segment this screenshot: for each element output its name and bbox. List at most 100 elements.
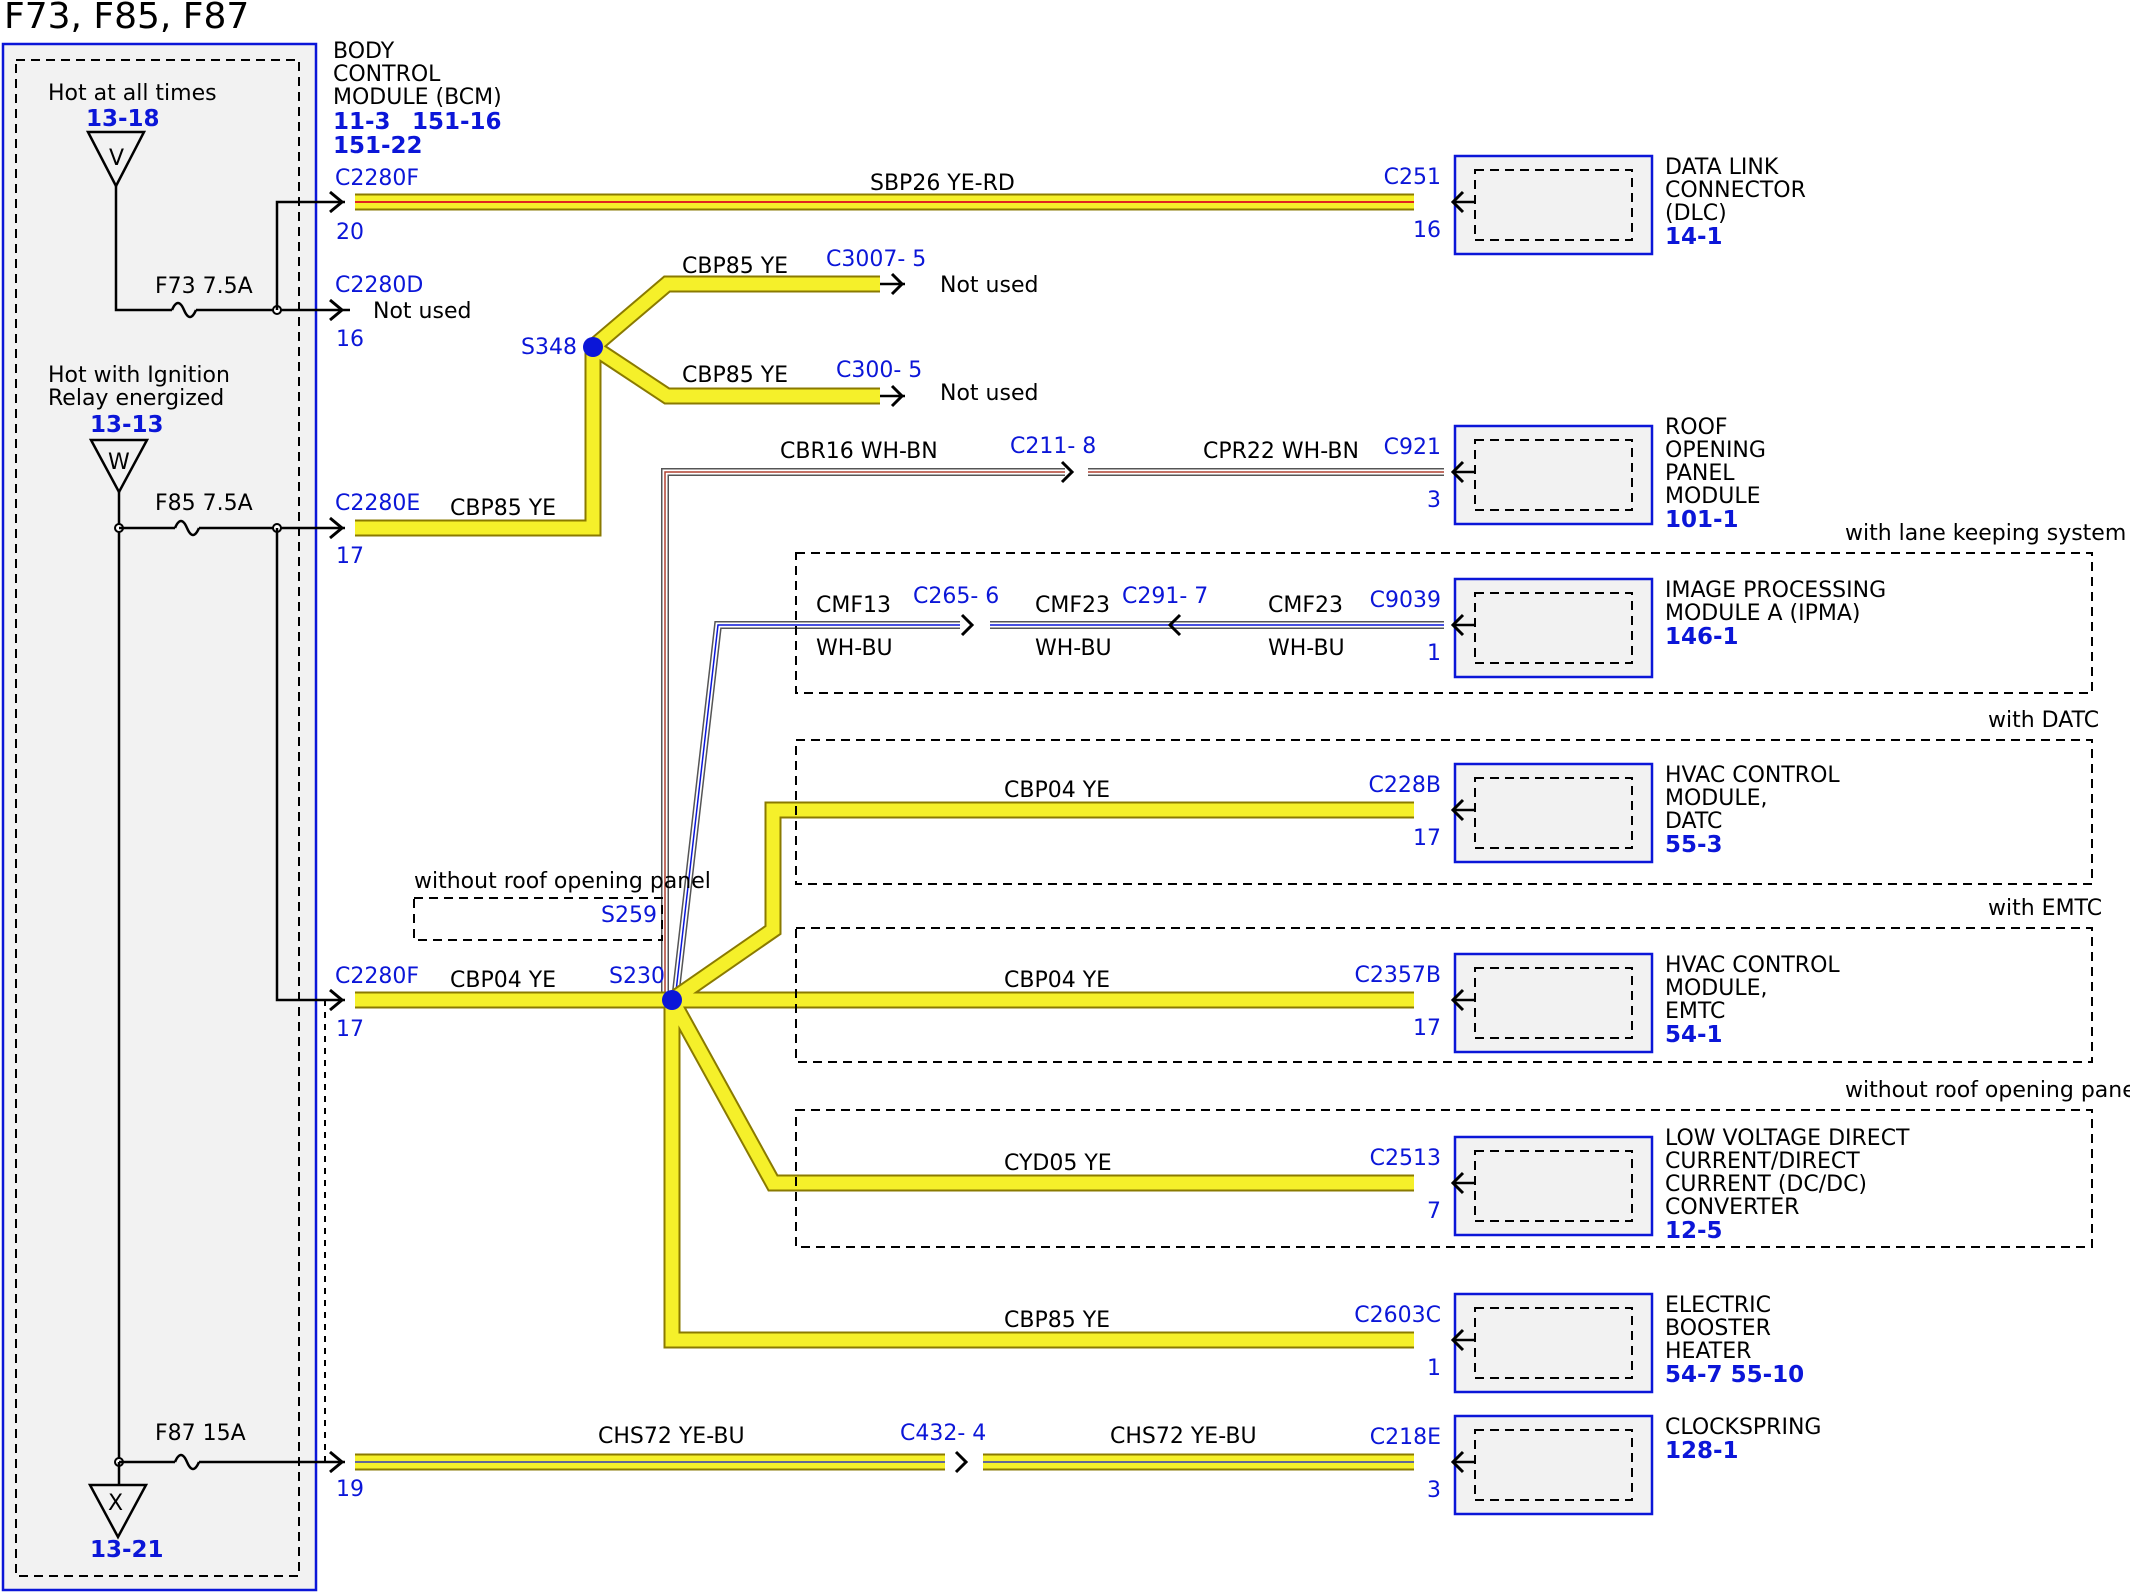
c432-connector[interactable]: C432- 4 xyxy=(900,1421,986,1446)
module-connector-1[interactable]: C921 xyxy=(1384,435,1441,460)
hot-always-ref: 13-18 xyxy=(86,106,160,132)
c2280f-bottom-connector[interactable]: C2280F xyxy=(335,964,419,989)
pin-19: 19 xyxy=(336,1477,364,1502)
module-name-line-7-0: CLOCKSPRING xyxy=(1665,1415,1821,1440)
hot-ignition-ref: 13-13 xyxy=(90,412,164,438)
c2280d-connector[interactable]: C2280D xyxy=(335,273,423,298)
cbp85-branch-wire[interactable] xyxy=(589,341,880,403)
f73-feed-wire xyxy=(114,186,172,312)
module-inner-3 xyxy=(1474,777,1633,849)
c2280d-pin16-arrow-icon xyxy=(329,298,345,322)
module-pin-6: 1 xyxy=(1427,1356,1441,1381)
source-v-letter: V xyxy=(109,146,124,171)
chs72-label-b: CHS72 YE-BU xyxy=(1110,1424,1257,1449)
sbp26-label: SBP26 YE-RD xyxy=(870,171,1015,196)
module-name-line-6-0: ELECTRIC xyxy=(1665,1293,1771,1318)
cmf13-label: CMF13 xyxy=(816,593,891,618)
bcm-label-3: MODULE (BCM) xyxy=(333,85,502,110)
module-inner-6 xyxy=(1474,1307,1633,1379)
module-name-line-0-1: CONNECTOR xyxy=(1665,178,1806,203)
bcm-ref-3[interactable]: 151-22 xyxy=(333,133,423,159)
module-name-line-3-0: HVAC CONTROL xyxy=(1665,763,1840,788)
module-ref-4[interactable]: 54-1 xyxy=(1665,1022,1723,1048)
power-distribution-box xyxy=(1,42,318,1592)
cbp85-label-d: CBP85 YE xyxy=(1004,1308,1110,1333)
module-inner-4 xyxy=(1474,967,1633,1039)
pin-20: 20 xyxy=(336,220,364,245)
s259-label[interactable]: S259 xyxy=(601,903,657,928)
module-connector-3[interactable]: C228B xyxy=(1369,773,1441,798)
c2280e-pin17-arrow-icon xyxy=(329,516,345,540)
c2280f-top-connector[interactable]: C2280F xyxy=(335,166,419,191)
module-name-line-4-2: EMTC xyxy=(1665,999,1725,1024)
pin-17-f: 17 xyxy=(336,1017,364,1042)
bcm-ref-1[interactable]: 11-3 xyxy=(333,109,391,135)
module-ref-6[interactable]: 54-7 55-10 xyxy=(1665,1362,1804,1388)
bcm-ref-2[interactable]: 151-16 xyxy=(412,109,502,135)
module-ref-2[interactable]: 146-1 xyxy=(1665,624,1739,650)
module-name-line-2-1: MODULE A (IPMA) xyxy=(1665,601,1861,626)
module-ref-5[interactable]: 12-5 xyxy=(1665,1218,1723,1244)
c300-connector[interactable]: C300- 5 xyxy=(836,358,922,383)
chs72-label-a: CHS72 YE-BU xyxy=(598,1424,745,1449)
module-connector-0[interactable]: C251 xyxy=(1384,165,1441,190)
module-name-line-1-2: PANEL xyxy=(1665,461,1735,486)
c3007-connector[interactable]: C3007- 5 xyxy=(826,247,926,272)
splice-s348[interactable] xyxy=(583,337,603,357)
module-pin-1: 3 xyxy=(1427,488,1441,513)
source-v-icon xyxy=(85,130,147,189)
hot-at-all-times-label: Hot at all times xyxy=(48,81,217,106)
c291-connector[interactable]: C291- 7 xyxy=(1122,584,1208,609)
fuse-f73-label: F73 7.5A xyxy=(155,274,253,299)
option-lane-keeping: with lane keeping system xyxy=(1845,521,2126,546)
cbr16-wire[interactable] xyxy=(662,469,1065,1000)
cbp04-label-b: CBP04 YE xyxy=(1004,778,1110,803)
module-ref-0[interactable]: 14-1 xyxy=(1665,224,1723,250)
module-connector-2[interactable]: C9039 xyxy=(1370,588,1441,613)
option-datc: with DATC xyxy=(1988,708,2099,733)
s230-label[interactable]: S230 xyxy=(609,964,665,989)
cmf23-label-a: CMF23 xyxy=(1035,593,1110,618)
emtc-region xyxy=(795,927,2093,1063)
module-ref-3[interactable]: 55-3 xyxy=(1665,832,1723,858)
module-name-line-6-1: BOOSTER xyxy=(1665,1316,1771,1341)
cyd05-wire[interactable] xyxy=(666,996,1414,1190)
module-inner-5 xyxy=(1474,1150,1633,1222)
module-ref-7[interactable]: 128-1 xyxy=(1665,1438,1739,1464)
module-connector-7[interactable]: C218E xyxy=(1370,1425,1441,1450)
c2280f-pin19-arrow-icon xyxy=(329,1450,345,1474)
whbu-label-c: WH-BU xyxy=(1268,636,1345,661)
splice-s230[interactable] xyxy=(662,990,682,1010)
c3007-arrow-icon xyxy=(890,272,905,296)
cyd05-label: CYD05 YE xyxy=(1004,1151,1112,1176)
not-used-c2280d: Not used xyxy=(373,299,471,324)
cbr16-label: CBR16 WH-BN xyxy=(780,439,938,464)
module-name-line-3-1: MODULE, xyxy=(1665,786,1768,811)
source-w-icon xyxy=(88,438,150,495)
c2280e-connector[interactable]: C2280E xyxy=(335,491,420,516)
cbp85-heater-wire[interactable] xyxy=(665,1000,1414,1347)
fuse-box-boundary xyxy=(15,59,300,1577)
module-name-line-4-1: MODULE, xyxy=(1665,976,1768,1001)
module-ref-1[interactable]: 101-1 xyxy=(1665,507,1739,533)
pin-17-e: 17 xyxy=(336,544,364,569)
lane-keeping-region xyxy=(795,552,2093,694)
c211-connector[interactable]: C211- 8 xyxy=(1010,434,1096,459)
module-connector-6[interactable]: C2603C xyxy=(1354,1303,1441,1328)
cbp04-datc-wire[interactable] xyxy=(668,803,1414,1006)
module-name-line-1-1: OPENING xyxy=(1665,438,1766,463)
module-connector-5[interactable]: C2513 xyxy=(1370,1146,1441,1171)
module-inner-2 xyxy=(1474,592,1633,664)
module-connector-4[interactable]: C2357B xyxy=(1355,963,1441,988)
module-name-line-5-1: CURRENT/DIRECT xyxy=(1665,1149,1860,1174)
c265-connector[interactable]: C265- 6 xyxy=(913,584,999,609)
whbu-label-a: WH-BU xyxy=(816,636,893,661)
c2280f-pin17-arrow-icon xyxy=(329,988,345,1012)
s348-label[interactable]: S348 xyxy=(521,335,577,360)
module-pin-5: 7 xyxy=(1427,1199,1441,1224)
module-name-line-1-3: MODULE xyxy=(1665,484,1761,509)
source-x-letter: X xyxy=(108,1491,123,1516)
c2280f-pin20-arrow-icon xyxy=(329,190,345,214)
f85-to-c2280f-wire xyxy=(275,528,345,1002)
